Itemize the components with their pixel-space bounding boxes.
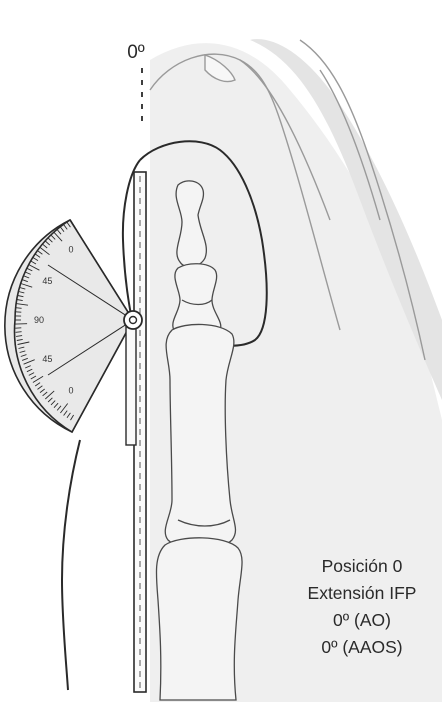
protractor-scale-label: 45 [42,276,52,286]
protractor-tick [16,332,22,333]
protractor-scale-label: 45 [42,354,52,364]
goniometer-arm [126,172,146,692]
protractor-scale-label: 0 [68,386,73,396]
protractor-tick [16,308,22,309]
protractor: 0 45 90 45 0 [5,220,133,432]
caption-line-extension: Extensión IFP [308,583,417,603]
caption-line-ao: 0º (AO) [333,610,391,630]
protractor-scale-label: 0 [68,244,73,254]
caption-line-position: Posición 0 [322,556,403,576]
zero-degree-label: 0º [127,42,145,63]
protractor-scale-label: 90 [34,315,44,325]
pivot-joint [124,311,142,329]
caption-line-aaos: 0º (AAOS) [321,637,402,657]
